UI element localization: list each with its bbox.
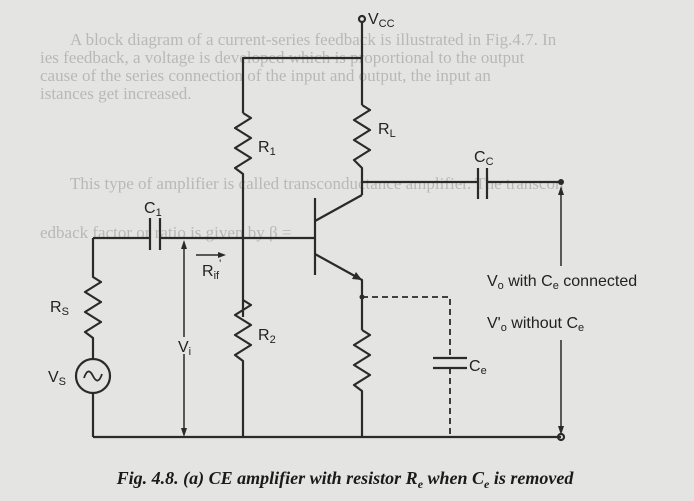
- capacitor-cc: [476, 168, 489, 199]
- ghost-line: A block diagram of a current-series feed…: [70, 30, 557, 49]
- transistor-collector: [314, 194, 363, 222]
- output-terminal-bottom: [556, 432, 566, 442]
- rif-label: Rif': [202, 258, 221, 282]
- capacitor-ce: [433, 356, 467, 370]
- resistor-rs: [83, 238, 103, 437]
- transistor-emitter: [314, 253, 364, 330]
- vo-with-ce-label: Vo with Ce connected: [487, 273, 637, 292]
- ce-label: Ce: [469, 358, 487, 377]
- vo-without-ce-label: V'o without Ce: [487, 315, 584, 334]
- r1-label: R1: [258, 139, 276, 158]
- vcc-terminal: [357, 14, 367, 24]
- vs-label: VS: [48, 369, 66, 388]
- cc-label: CC: [474, 149, 494, 168]
- emitter-arrow-icon: [352, 272, 362, 280]
- voltage-source-vs: [74, 357, 112, 395]
- c1-label: C1: [144, 200, 162, 219]
- resistor-r1: [233, 112, 253, 317]
- ghost-line: istances get increased.: [40, 84, 192, 103]
- resistor-rl: [352, 104, 372, 195]
- bleed-through-text: A block diagram of a current-series feed…: [40, 30, 564, 242]
- rl-label: RL: [378, 121, 396, 140]
- vi-label: Vi: [178, 339, 191, 358]
- ac-wave-icon: [83, 370, 103, 382]
- rif-arrowhead-icon: [218, 252, 226, 258]
- top-rail: [241, 22, 364, 113]
- capacitor-c1: [148, 218, 162, 250]
- output-terminal-top: [558, 179, 564, 185]
- rs-label: RS: [50, 299, 69, 318]
- r2-label: R2: [258, 327, 276, 346]
- ghost-line: cause of the series connection of the in…: [40, 66, 491, 85]
- ce-dashed-wire: [362, 296, 451, 437]
- ghost-line: This type of amplifier is called transco…: [70, 174, 564, 193]
- vcc-label: VCC: [368, 11, 395, 30]
- resistor-re: [352, 329, 372, 437]
- ghost-line: edback factor or ratio is given by β =: [40, 223, 291, 242]
- figure-caption: Fig. 4.8. (a) CE amplifier with resistor…: [116, 468, 575, 491]
- resistor-r2: [233, 299, 253, 437]
